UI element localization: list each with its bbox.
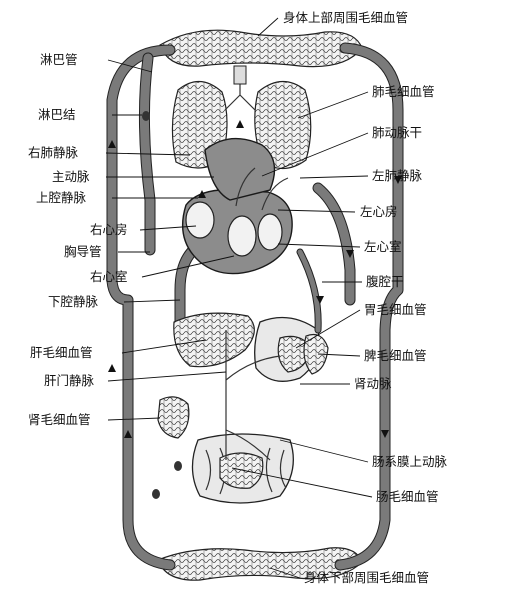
label-body-upper-capillaries: 身体上部周围毛细血管 <box>283 10 408 25</box>
label-right-ventricle: 右心室 <box>90 269 128 284</box>
label-aorta: 主动脉 <box>52 169 90 184</box>
label-hepatic-portal-vein: 肝门静脉 <box>44 373 95 388</box>
lymph-nodes <box>142 111 182 499</box>
label-renal-artery: 肾动脉 <box>354 376 392 391</box>
abdominal-vessels <box>225 248 322 461</box>
lungs <box>171 65 312 170</box>
flow-arrows <box>108 120 402 438</box>
intestines <box>191 433 294 504</box>
spleen <box>303 333 329 375</box>
label-splenic-capillaries: 脾毛细血管 <box>364 348 427 363</box>
label-gastric-capillaries: 胃毛细血管 <box>364 302 427 317</box>
label-inferior-vena-cava: 下腔静脉 <box>48 294 99 309</box>
label-thoracic-duct: 胸导管 <box>64 244 102 259</box>
label-pulmonary-capillaries: 肺毛细血管 <box>372 84 435 99</box>
kidney <box>157 396 190 439</box>
label-left-atrium: 左心房 <box>360 204 398 219</box>
heart <box>181 137 293 275</box>
label-celiac-trunk: 腹腔干 <box>366 274 404 289</box>
label-intestinal-capillaries: 肠毛细血管 <box>376 489 439 504</box>
label-right-pulmonary-vein: 右肺静脉 <box>28 145 79 160</box>
labels: 身体上部周围毛细血管 淋巴管 淋巴结 肺毛细血管 肺动脉干 右肺静脉 主动脉 左… <box>28 10 448 585</box>
label-right-atrium: 右心房 <box>90 222 128 237</box>
liver <box>173 312 255 368</box>
label-lymph-node: 淋巴结 <box>38 107 76 122</box>
leader-lines <box>105 17 373 579</box>
label-left-pulmonary-vein: 左肺静脉 <box>372 168 423 183</box>
label-superior-vena-cava: 上腔静脉 <box>36 190 87 205</box>
label-body-lower-capillaries: 身体下部周围毛细血管 <box>304 570 429 585</box>
label-renal-capillaries: 肾毛细血管 <box>28 412 91 427</box>
upper-body-capillary-bed <box>159 29 363 68</box>
stomach <box>254 316 320 382</box>
label-lymph-vessel: 淋巴管 <box>40 52 78 67</box>
label-pulmonary-trunk: 肺动脉干 <box>372 125 422 140</box>
label-superior-mesenteric-artery: 肠系膜上动脉 <box>372 454 448 469</box>
systemic-vessel-loop <box>106 42 404 571</box>
label-left-ventricle: 左心室 <box>364 239 402 254</box>
label-hepatic-capillaries: 肝毛细血管 <box>30 345 93 360</box>
